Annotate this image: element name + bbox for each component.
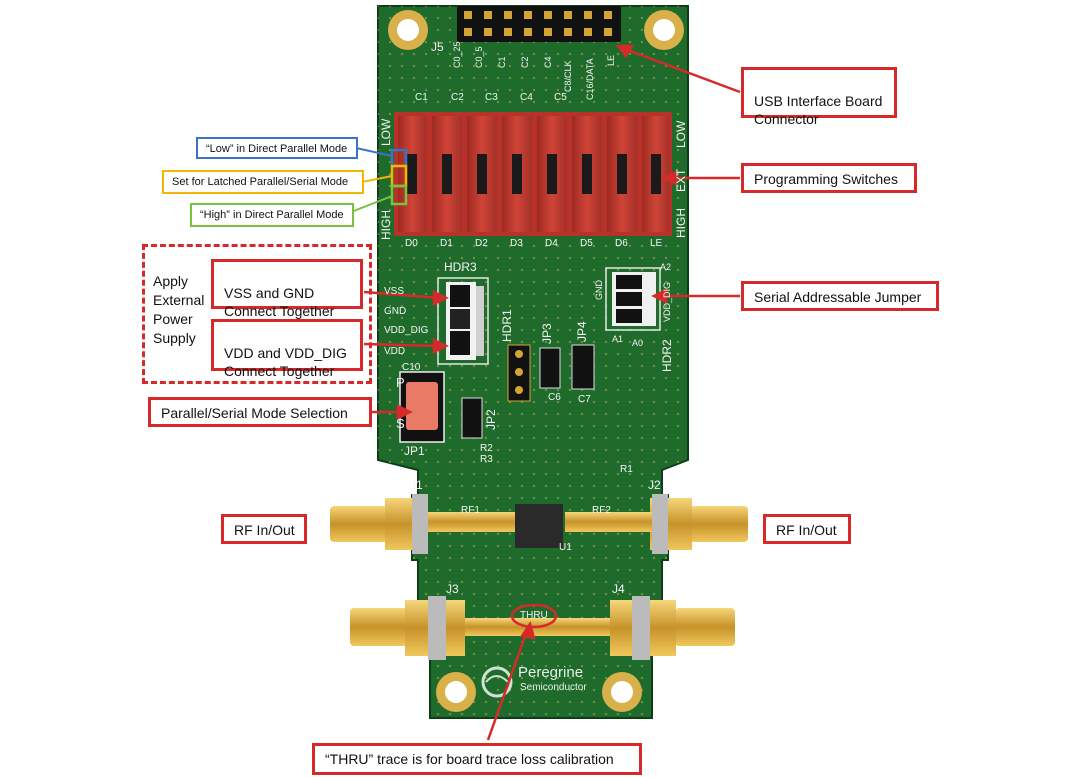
switch-label-d1: D1	[440, 238, 453, 249]
external-power-group	[142, 244, 372, 384]
usb-connector-callout: USB Interface Board Connector	[741, 67, 897, 127]
hdr2-pin-a2: A2	[660, 262, 672, 272]
pin-label-c4: C4	[543, 56, 553, 68]
rf-connector-j2	[565, 494, 748, 554]
hdr2-label: HDR2	[660, 339, 674, 372]
switch-s-label: S	[396, 416, 405, 431]
c7-label: C7	[578, 394, 591, 405]
j1-label: J1	[410, 478, 423, 492]
c10-label: C10	[402, 362, 421, 373]
jp4-jumper	[571, 344, 595, 390]
c6-label: C6	[548, 392, 561, 403]
vss-gnd-callout: VSS and GND Connect Together	[211, 259, 363, 319]
thru-highlight	[510, 603, 558, 629]
hdr3-label: HDR3	[444, 260, 477, 274]
switch-label-d2: D2	[475, 238, 488, 249]
side-high-left: HIGH	[379, 210, 393, 240]
hdr2-pin-gnd: GND	[594, 280, 604, 300]
mode-selection-callout: Parallel/Serial Mode Selection	[148, 397, 372, 427]
thru-label: THRU	[520, 610, 548, 621]
rf-connector-j1	[330, 494, 515, 554]
serial-jumper-callout: Serial Addressable Jumper	[741, 281, 939, 311]
high-position-marker	[390, 184, 408, 206]
j3-label: J3	[446, 582, 459, 596]
jp2-label: JP2	[484, 409, 498, 430]
hdr1-label: HDR1	[500, 309, 514, 342]
side-low-right: LOW	[674, 120, 688, 148]
thru-trace-callout: “THRU” trace is for board trace loss cal…	[312, 743, 642, 775]
rf2-label: RF2	[592, 505, 611, 516]
jp3-jumper	[539, 347, 561, 389]
jp3-label: JP3	[540, 323, 554, 344]
hdr2-pin-vdd-dig: VDD_DIG	[662, 281, 672, 322]
side-low-left: LOW	[379, 118, 393, 146]
usb-connector-callout-text: USB Interface Board Connector	[754, 93, 883, 127]
hdr3-header	[437, 277, 489, 365]
switch-label-d3: D3	[510, 238, 523, 249]
u1-label: U1	[559, 542, 572, 553]
cap-label-c4: C4	[520, 92, 533, 103]
cap-label-c5: C5	[554, 92, 567, 103]
switch-label-d6: D6	[615, 238, 628, 249]
vdd-dig-callout-text: VDD and VDD_DIG Connect Together	[224, 345, 347, 379]
pin-label-c2: C2	[520, 56, 530, 68]
pin-label-c8-clk: C8/CLK	[563, 60, 573, 92]
hdr2-pin-a0: A0	[632, 338, 644, 348]
pin-label-gnd: GND	[384, 306, 407, 317]
j4-label: J4	[612, 582, 625, 596]
cap-label-c3: C3	[485, 92, 498, 103]
peregrine-logo	[481, 666, 513, 698]
brand-name: Peregrine	[518, 664, 584, 681]
switch-p-label: P	[396, 375, 405, 390]
high-direct-mode-callout: “High” in Direct Parallel Mode	[190, 203, 354, 227]
switch-label-d5: D5	[580, 238, 593, 249]
latched-mode-callout: Set for Latched Parallel/Serial Mode	[162, 170, 364, 194]
rf-left-callout: RF In/Out	[221, 514, 307, 544]
vss-gnd-callout-text: VSS and GND Connect Together	[224, 285, 335, 319]
j5-header	[457, 6, 621, 42]
low-direct-mode-callout: “Low” in Direct Parallel Mode	[196, 137, 358, 159]
vdd-dig-callout: VDD and VDD_DIG Connect Together	[211, 319, 363, 379]
j2-label: J2	[648, 478, 661, 492]
side-ext-right: EXT	[674, 168, 688, 192]
programming-switch-block	[394, 112, 672, 236]
side-high-right: HIGH	[674, 208, 688, 238]
pin-label-vdd-dig: VDD_DIG	[384, 325, 429, 336]
jp2-jumper	[461, 397, 483, 439]
switch-label-d0: D0	[405, 238, 418, 249]
switch-label-le: LE	[650, 238, 663, 249]
mounting-holes	[388, 10, 684, 712]
cap-label-c1: C1	[415, 92, 428, 103]
cap-label-c2: C2	[451, 92, 464, 103]
rf-right-callout: RF In/Out	[763, 514, 851, 544]
parallel-serial-switch	[399, 371, 445, 443]
rf1-label: RF1	[461, 505, 480, 516]
programming-switches-callout: Programming Switches	[741, 163, 917, 193]
hdr1-header	[507, 344, 531, 402]
rf-connector-j3	[350, 596, 465, 660]
r2-label: R2	[480, 443, 493, 454]
rf-connector-j4	[610, 596, 735, 660]
switch-label-d4: D4	[545, 238, 558, 249]
r1-label: R1	[620, 464, 633, 475]
pin-label-c0-25: C0_25	[452, 41, 462, 68]
r3-label: R3	[480, 454, 493, 465]
hdr2-pin-a1: A1	[612, 334, 624, 344]
pin-label-vss: VSS	[384, 286, 405, 297]
brand-subtitle: Semiconductor	[520, 682, 587, 693]
u1-chip	[515, 504, 563, 548]
pin-label-c0-5: C0_5	[474, 46, 484, 68]
jp4-label: JP4	[575, 321, 589, 342]
pin-label-le: LE	[606, 54, 616, 66]
jp1-label: JP1	[404, 444, 425, 458]
pin-label-c1: C1	[497, 56, 507, 68]
pin-label-vdd: VDD	[384, 346, 406, 357]
pin-label-c16-data: C16/DATA	[585, 58, 595, 100]
apply-power-text: Apply External Power Supply	[153, 273, 205, 346]
j5-label: J5	[431, 40, 444, 54]
